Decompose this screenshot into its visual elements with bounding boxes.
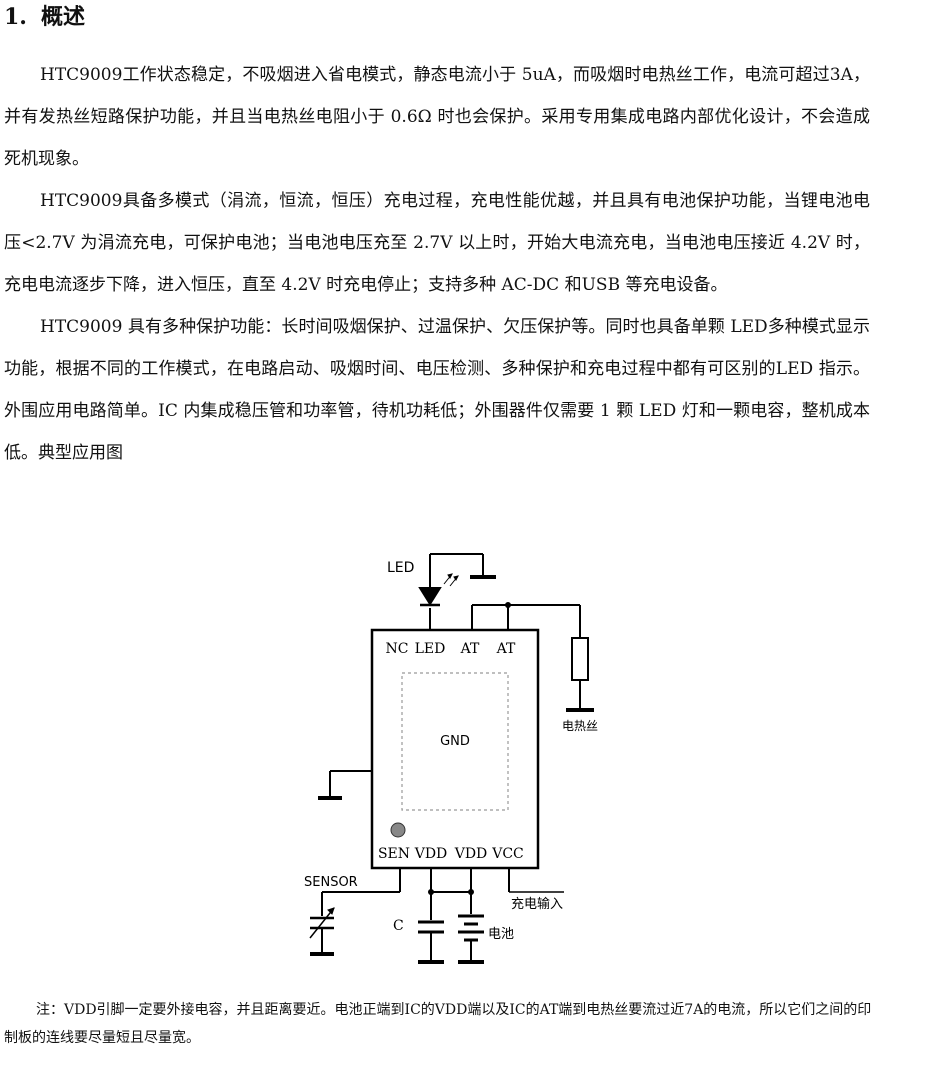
pin-vdd-1: VDD — [414, 846, 448, 862]
section-heading: 1. 概述 — [4, 0, 85, 34]
pin-sen: SEN — [378, 846, 410, 862]
led-diode-symbol — [418, 553, 496, 630]
gnd-pad-label: GND — [440, 734, 470, 749]
charge-input-wire — [508, 868, 564, 893]
pin-vcc: VCC — [491, 846, 524, 862]
overview-body: HTC9009工作状态稳定，不吸烟进入省电模式，静态电流小于 5uA，而吸烟时电… — [4, 54, 870, 474]
led-label: LED — [387, 560, 414, 576]
pin1-marker — [390, 822, 406, 838]
note-text: 注：VDD引脚一定要外接电容，并且距离要近。电池正端到IC的VDD端以及IC的A… — [4, 1002, 872, 1046]
typical-application-circuit: LED 电热丝 GND NC LED AT AT SEN VDD VDD VCC — [304, 553, 598, 964]
battery-label: 电池 — [488, 927, 514, 942]
section-title: 概述 — [40, 4, 85, 30]
paragraph-status: HTC9009工作状态稳定，不吸烟进入省电模式，静态电流小于 5uA，而吸烟时电… — [4, 65, 870, 169]
paragraph-protection: HTC9009 具有多种保护功能：长时间吸烟保护、过温保护、欠压保护等。同时也具… — [4, 317, 870, 463]
pin-vdd-2: VDD — [454, 846, 488, 862]
ic-package — [370, 628, 540, 870]
paragraph-charging: HTC9009具备多模式（涓流，恒流，恒压）充电过程，充电性能优越，并且具有电池… — [4, 191, 870, 295]
capacitor-label: C — [393, 918, 404, 934]
footnote: 注：VDD引脚一定要外接电容，并且距离要近。电池正端到IC的VDD端以及IC的A… — [4, 996, 884, 1052]
charge-input-label: 充电输入 — [511, 896, 563, 912]
ground-connection — [318, 770, 372, 800]
heater-label: 电热丝 — [562, 719, 598, 733]
sensor-symbol — [309, 868, 401, 956]
pin-at-1: AT — [460, 641, 480, 657]
pin-led: LED — [415, 641, 446, 657]
capacitor-and-battery — [418, 868, 484, 964]
sensor-label: SENSOR — [304, 875, 358, 890]
section-number: 1. — [4, 4, 27, 30]
heater-wiring — [471, 602, 594, 712]
pin-at-2: AT — [496, 641, 516, 657]
pin-nc: NC — [386, 641, 409, 657]
ground-pad-outline — [401, 672, 509, 811]
